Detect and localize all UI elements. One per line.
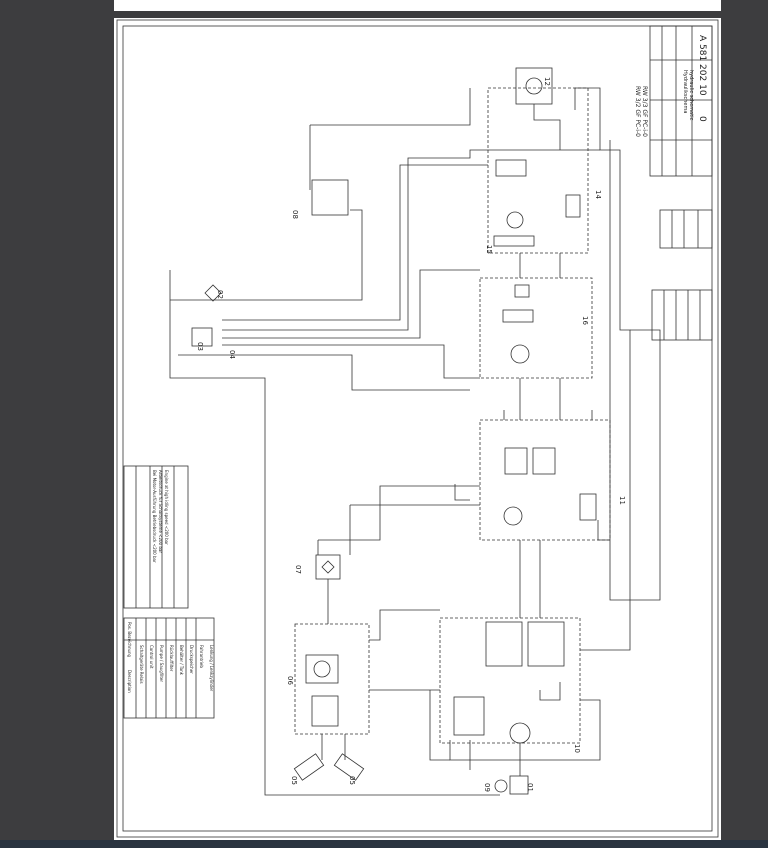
parts-row-4: Rücklauffilter [169, 645, 174, 672]
parts-header-1: Pos. Bezeichnung [127, 622, 132, 658]
drawing-border [116, 19, 719, 838]
label-06: 06 [286, 676, 294, 685]
parts-row-1: Schaltgeräte Relais [139, 645, 144, 684]
parts-row-5: Behälter / Tank [179, 645, 184, 676]
revision: 0 [697, 116, 707, 122]
label-15: 15 [485, 245, 493, 254]
label-12: 12 [543, 77, 551, 86]
label-07: 07 [294, 565, 302, 574]
notes-table-left [123, 465, 189, 609]
label-02: 02 [216, 290, 224, 299]
parts-row-8: Lenkung / Lenkzylinder [209, 645, 214, 692]
label-10: 10 [573, 744, 581, 753]
label-05a: 05 [290, 776, 298, 785]
label-08: 08 [291, 210, 299, 219]
drawing-inner-border [122, 25, 713, 832]
title-de: Hydraulikschema [682, 70, 688, 113]
parts-row-7: Fahrantrieb [199, 645, 204, 668]
label-01: 01 [526, 783, 534, 792]
label-05b: 05 [348, 776, 356, 785]
model-line-2: RW 3/3 GF PC-i-0 [641, 86, 648, 137]
title-en: hydraulic schematic [688, 70, 694, 121]
drawing-number: A 581 202 10 [697, 35, 707, 96]
parts-row-6: Druckspeicher [189, 645, 194, 674]
note-line-1: Bei Motor-Ausführung Betriebsdruck <200 … [152, 470, 157, 563]
remarks-table [651, 289, 713, 341]
label-11: 11 [618, 496, 626, 505]
previous-page-edge [114, 0, 721, 11]
label-16: 16 [581, 316, 589, 325]
label-03: 03 [196, 342, 204, 351]
label-04: 04 [228, 350, 236, 359]
note-line-2: Arbeitsdruck für Schaltsysteme <200 bar [158, 470, 163, 553]
parts-header-2: Description [127, 670, 132, 693]
parts-row-3: Pumpe / Saugfilter [159, 645, 164, 682]
viewer-bottom-bar [0, 840, 768, 848]
parts-list-table [123, 617, 215, 719]
model-line-1: RW 3/2 GF PC-i-0 [634, 86, 641, 137]
note-line-3: Engine at high idling speed <200 bar [164, 470, 169, 545]
title-block [649, 25, 713, 177]
parts-row-2: Control unit [149, 645, 154, 669]
label-14: 14 [594, 190, 602, 199]
notes-table-right [659, 209, 713, 249]
label-09: 09 [483, 783, 491, 792]
